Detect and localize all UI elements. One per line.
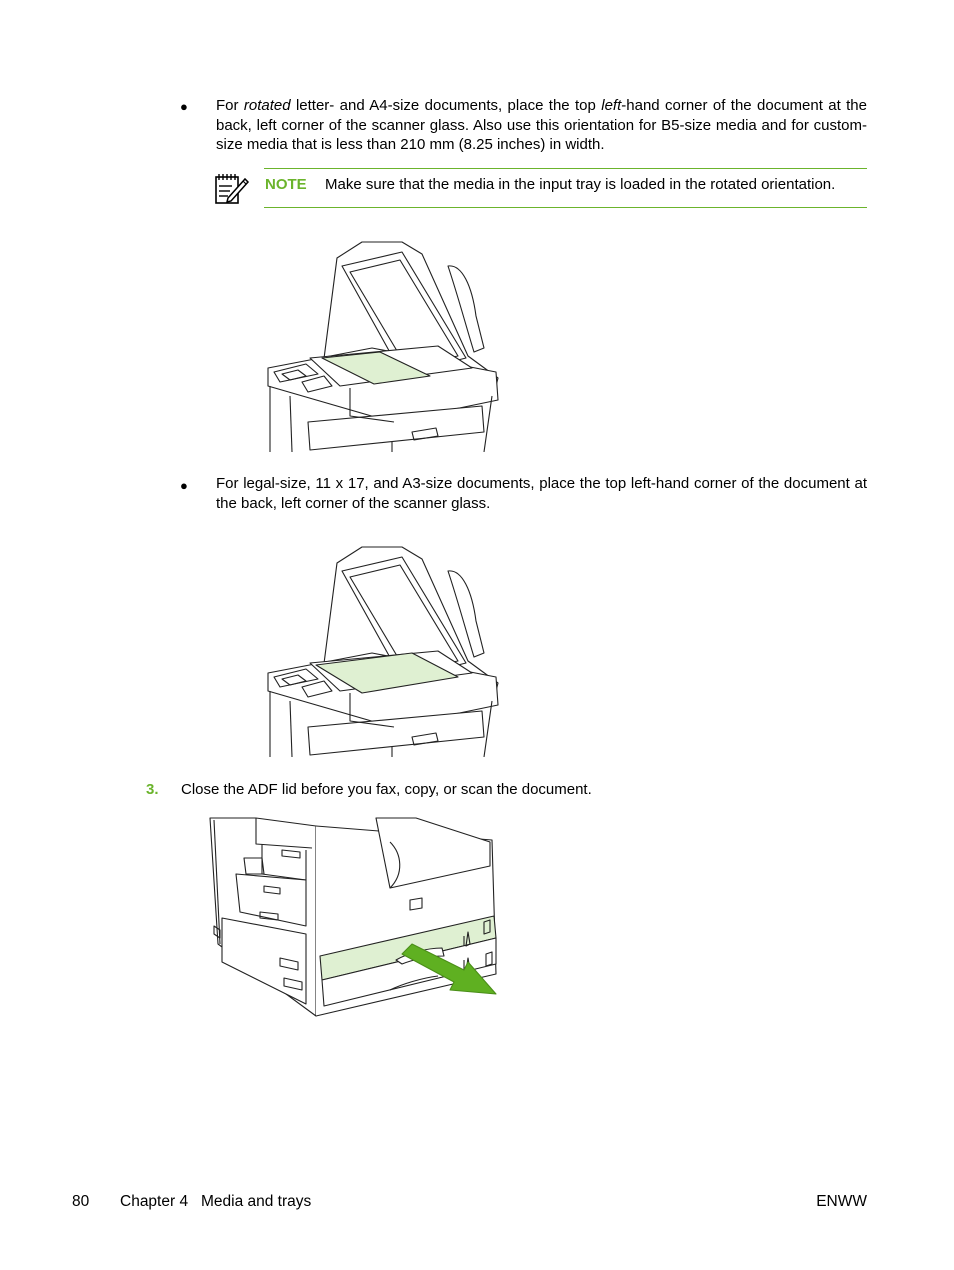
- note-top-rule: [264, 168, 867, 169]
- text-run: For: [216, 97, 244, 114]
- bullet-paragraph-rotated: For rotated letter- and A4-size document…: [216, 96, 867, 155]
- italic-run: left: [601, 97, 622, 114]
- bullet-paragraph-legal: For legal-size, 11 x 17, and A3-size doc…: [216, 475, 867, 512]
- italic-run: rotated: [243, 97, 291, 114]
- step-number: 3.: [146, 781, 159, 798]
- printer-tray-illustration: [206, 814, 502, 1020]
- footer-right-label: ENWW: [816, 1193, 867, 1210]
- chapter-title: Chapter 4 Media and trays: [120, 1193, 312, 1210]
- note-pad-pencil-icon: [214, 171, 250, 205]
- page-number: 80: [72, 1193, 90, 1210]
- step-text: Close the ADF lid before you fax, copy, …: [181, 781, 592, 798]
- text-run: letter- and A4-size documents, place the…: [290, 97, 602, 114]
- scanner-illustration-rotated: [262, 236, 502, 452]
- note-bottom-rule: [264, 207, 867, 208]
- text-run: -hand corner of the document at the back…: [216, 97, 867, 153]
- bullet-marker: ●: [180, 478, 188, 493]
- bullet-marker: ●: [180, 99, 188, 114]
- note-label: NOTE: [265, 176, 307, 193]
- scanner-illustration-legal: [262, 541, 502, 757]
- note-text: Make sure that the media in the input tr…: [325, 176, 836, 193]
